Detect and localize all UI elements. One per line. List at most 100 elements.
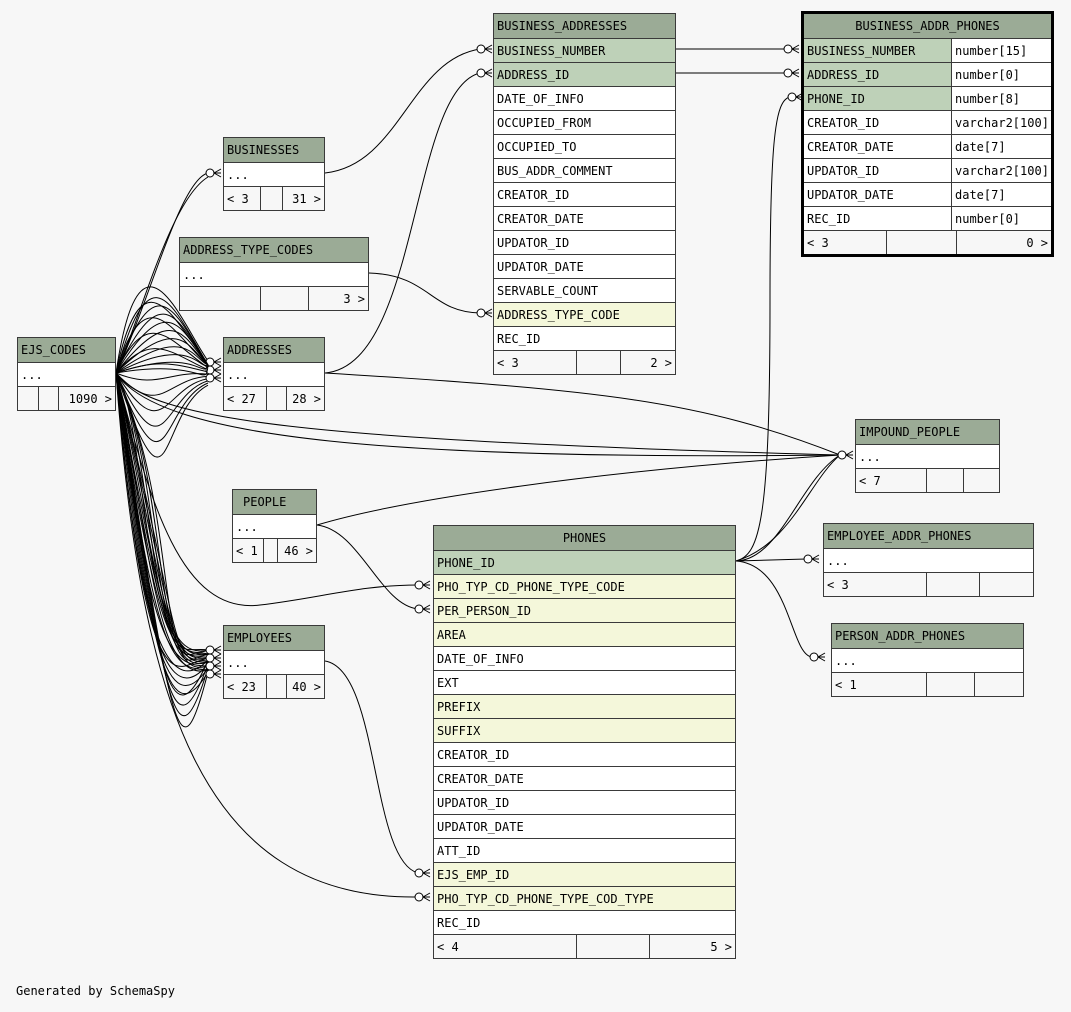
column-type: number[8] bbox=[951, 87, 1051, 110]
parents-count[interactable]: < 3 bbox=[497, 356, 519, 370]
column-creator-date: CREATOR_DATE bbox=[494, 206, 675, 230]
column-phone-id: PHONE_ID bbox=[434, 550, 735, 574]
table-employees[interactable]: EMPLOYEES ... < 23 40 > bbox=[223, 625, 325, 699]
column-updator-date: UPDATOR_DATE bbox=[494, 254, 675, 278]
column-type: varchar2[100] bbox=[951, 111, 1051, 134]
children-count[interactable]: 2 > bbox=[620, 351, 675, 374]
column-date-of-info: DATE_OF_INFO bbox=[434, 646, 735, 670]
parents-count[interactable]: < 7 bbox=[859, 474, 881, 488]
column-type: number[0] bbox=[951, 207, 1051, 230]
column-prefix: PREFIX bbox=[434, 694, 735, 718]
edge-ejs-fan bbox=[115, 321, 209, 374]
edge-person-addr bbox=[735, 560, 813, 658]
children-count[interactable]: 3 > bbox=[308, 287, 368, 310]
optional-marker-icon bbox=[205, 653, 215, 663]
children-count[interactable]: 1090 > bbox=[58, 387, 115, 410]
table-title: BUSINESS_ADDRESSES bbox=[494, 14, 675, 38]
edge-ejs-employees-loop bbox=[115, 372, 209, 686]
collapsed-columns: ... bbox=[224, 650, 324, 674]
column-creator-date: CREATOR_DATE bbox=[434, 766, 735, 790]
crows-foot-icon bbox=[422, 892, 431, 902]
table-address-type-codes[interactable]: ADDRESS_TYPE_CODES ... 3 > bbox=[179, 237, 369, 311]
edge-employee-addr bbox=[735, 558, 807, 562]
table-title: BUSINESS_ADDR_PHONES bbox=[804, 14, 1051, 38]
children-count[interactable]: 31 > bbox=[282, 187, 324, 210]
children-count[interactable] bbox=[963, 469, 999, 492]
column-creator-id: CREATOR_ID bbox=[494, 182, 675, 206]
table-person-addr-phones[interactable]: PERSON_ADDR_PHONES ... < 1 bbox=[831, 623, 1024, 697]
table-addresses[interactable]: ADDRESSES ... < 27 28 > bbox=[223, 337, 325, 411]
edge-per-person bbox=[316, 524, 419, 610]
parents-count[interactable]: < 3 bbox=[807, 236, 829, 250]
column-type: date[7] bbox=[951, 183, 1051, 206]
table-title: ADDRESS_TYPE_CODES bbox=[180, 238, 368, 262]
column-updator-date: UPDATOR_DATE bbox=[434, 814, 735, 838]
collapsed-columns: ... bbox=[832, 648, 1023, 672]
optional-marker-icon bbox=[803, 554, 813, 564]
column-name: REC_ID bbox=[807, 212, 851, 226]
table-footer: < 3 bbox=[824, 572, 1033, 596]
edge-ejs-employees bbox=[115, 372, 209, 663]
optional-marker-icon bbox=[787, 92, 797, 102]
column-att-id: ATT_ID bbox=[434, 838, 735, 862]
children-count[interactable]: 46 > bbox=[277, 539, 316, 562]
parents-count[interactable] bbox=[18, 387, 38, 410]
column-type: varchar2[100] bbox=[951, 159, 1051, 182]
column-updator-id: UPDATOR_ID bbox=[434, 790, 735, 814]
table-title: EJS_CODES bbox=[18, 338, 115, 362]
parents-count[interactable]: < 4 bbox=[437, 940, 459, 954]
table-employee-addr-phones[interactable]: EMPLOYEE_ADDR_PHONES ... < 3 bbox=[823, 523, 1034, 597]
parents-count[interactable]: < 3 bbox=[227, 192, 249, 206]
children-count[interactable]: 0 > bbox=[956, 231, 1051, 254]
footer-gap bbox=[263, 539, 277, 562]
parents-count[interactable]: < 1 bbox=[236, 544, 258, 558]
children-count[interactable]: 28 > bbox=[286, 387, 324, 410]
edge-ejs-fan bbox=[115, 354, 209, 374]
table-ejs-codes[interactable]: EJS_CODES ... 1090 > bbox=[17, 337, 116, 411]
table-people[interactable]: PEOPLE ... < 1 46 > bbox=[232, 489, 317, 563]
column-address-type-code: ADDRESS_TYPE_CODE bbox=[494, 302, 675, 326]
optional-marker-icon bbox=[205, 645, 215, 655]
table-impound-people[interactable]: IMPOUND_PEOPLE ... < 7 bbox=[855, 419, 1000, 493]
column-rec-id: REC_ID number[0] bbox=[804, 206, 1051, 230]
edge-ejs-employees bbox=[115, 372, 209, 656]
column-name: ADDRESS_ID bbox=[807, 68, 880, 82]
table-footer: < 3 2 > bbox=[494, 350, 675, 374]
crows-foot-icon bbox=[213, 661, 222, 671]
children-count[interactable] bbox=[979, 573, 1033, 596]
crows-foot-icon bbox=[213, 168, 222, 178]
edge-businesses bbox=[324, 48, 481, 174]
table-business-addresses[interactable]: BUSINESS_ADDRESSES BUSINESS_NUMBER ADDRE… bbox=[493, 13, 676, 375]
parents-count[interactable]: < 23 bbox=[227, 680, 256, 694]
crows-foot-icon bbox=[422, 868, 431, 878]
parents-count[interactable]: < 3 bbox=[827, 578, 849, 592]
optional-marker-icon bbox=[476, 68, 486, 78]
crows-foot-icon bbox=[422, 580, 431, 590]
column-updator-id: UPDATOR_ID varchar2[100] bbox=[804, 158, 1051, 182]
table-footer: < 7 bbox=[856, 468, 999, 492]
edge-phone-id bbox=[735, 96, 791, 562]
column-rec-id: REC_ID bbox=[434, 910, 735, 934]
column-name: UPDATOR_ID bbox=[807, 164, 880, 178]
table-footer: < 3 31 > bbox=[224, 186, 324, 210]
children-count[interactable] bbox=[974, 673, 1023, 696]
children-count[interactable]: 40 > bbox=[286, 675, 324, 698]
column-type: date[7] bbox=[951, 135, 1051, 158]
column-pho-typ-cd-phone-type-cod-type: PHO_TYP_CD_PHONE_TYPE_COD_TYPE bbox=[434, 886, 735, 910]
table-businesses[interactable]: BUSINESSES ... < 3 31 > bbox=[223, 137, 325, 211]
parents-count[interactable]: < 1 bbox=[835, 678, 857, 692]
edge-ejs-fan bbox=[115, 329, 209, 374]
collapsed-columns: ... bbox=[233, 514, 316, 538]
children-count[interactable]: 5 > bbox=[649, 935, 735, 958]
edge-phone-type-cod-type bbox=[115, 372, 419, 898]
parents-count[interactable] bbox=[180, 287, 260, 310]
edge-phone-type-code bbox=[115, 372, 419, 607]
table-phones[interactable]: PHONES PHONE_ID PHO_TYP_CD_PHONE_TYPE_CO… bbox=[433, 525, 736, 959]
column-servable-count: SERVABLE_COUNT bbox=[494, 278, 675, 302]
parents-count[interactable]: < 27 bbox=[227, 392, 256, 406]
edge-ejs-addresses bbox=[115, 372, 209, 443]
